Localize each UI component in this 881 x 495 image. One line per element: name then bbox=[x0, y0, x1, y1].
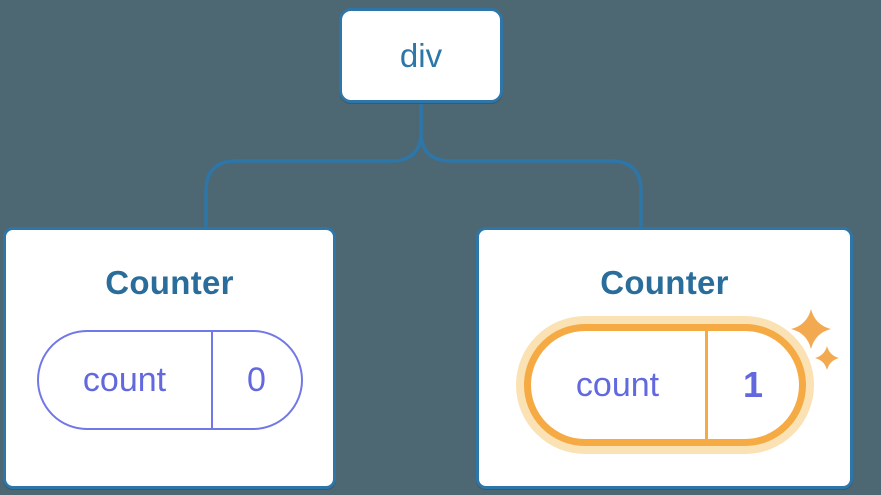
counter-card-left: Counter count 0 bbox=[3, 227, 336, 489]
root-node-label: div bbox=[399, 36, 443, 74]
state-name-cell: count bbox=[575, 365, 660, 404]
counter-card-right: Counter count 1 bbox=[476, 227, 853, 489]
state-value-cell: 0 bbox=[210, 332, 301, 428]
card-title: Counter bbox=[600, 264, 729, 301]
state-pill: count 0 bbox=[36, 330, 303, 430]
root-node-div: div bbox=[339, 8, 503, 103]
state-value-cell: 1 bbox=[704, 331, 799, 439]
card-title: Counter bbox=[105, 264, 234, 301]
connector-right-branch bbox=[419, 102, 643, 229]
state-name-cell: count bbox=[82, 360, 167, 399]
connector-left-branch bbox=[204, 102, 423, 229]
state-pill-highlighted: count 1 bbox=[523, 309, 839, 446]
